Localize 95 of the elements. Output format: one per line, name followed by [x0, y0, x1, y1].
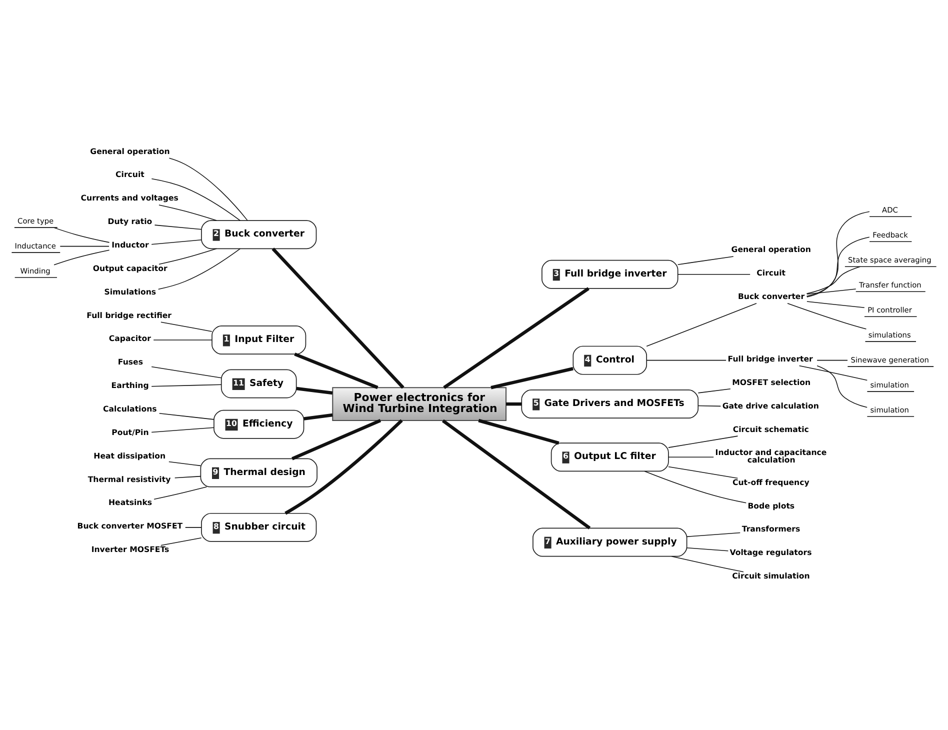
node-text: Heat dissipation [94, 451, 166, 460]
node-box: Power electronics for Wind Turbine Integration [332, 387, 507, 421]
connector [168, 461, 201, 466]
connector [443, 287, 590, 389]
connector [686, 547, 729, 552]
connector [677, 274, 750, 275]
connector [158, 248, 241, 290]
node-text: Calculations [103, 404, 157, 414]
connector [60, 246, 110, 247]
node-text: General operation [731, 245, 811, 254]
node-text: Voltage regulators [730, 548, 812, 558]
connector [806, 211, 870, 298]
connector [686, 532, 741, 538]
connector [272, 248, 404, 389]
connector [54, 250, 110, 266]
connector [54, 227, 110, 243]
connector [490, 367, 574, 390]
node-text: Capacitor [108, 334, 151, 344]
node-text: General operation [90, 146, 170, 156]
connector [158, 204, 217, 221]
node-box: 11 Safety [220, 369, 297, 398]
node-box: 10 Efficiency [214, 410, 304, 439]
node-text: Inductor [112, 240, 149, 250]
node-box: 6 Output LC filter [550, 442, 669, 472]
node-text: Buck converter [738, 292, 805, 302]
connector [677, 256, 734, 265]
node-box: 1 Input Filter [212, 326, 306, 354]
connector [806, 236, 870, 297]
connector [806, 301, 865, 308]
connector [151, 366, 222, 378]
connector [478, 418, 560, 445]
node-box: 8 Snubber circuit [201, 512, 317, 542]
connector [151, 384, 222, 387]
node-text: MOSFET selection [732, 378, 811, 387]
connector [304, 413, 333, 420]
connector [184, 527, 202, 528]
connector [644, 470, 747, 504]
connector [668, 466, 738, 479]
connector [798, 365, 868, 381]
connector [816, 360, 848, 361]
connector [174, 476, 202, 478]
node-text: Gate drive calculation [722, 401, 819, 410]
node-box: 4 Control [572, 346, 648, 375]
node-text: Circuit [756, 268, 786, 278]
node-text: Simulations [104, 287, 156, 296]
node-text: Heatsinks [108, 498, 152, 508]
node-text: Circuit schematic [732, 424, 809, 434]
connector [816, 365, 868, 408]
node-text: Full bridge inverter [728, 354, 813, 364]
node-text: Circuit simulation [732, 572, 810, 581]
node-text: Full bridge rectifier [86, 310, 172, 320]
node-text: Transformers [742, 524, 800, 534]
node-text: Pout/Pin [112, 428, 149, 437]
connector [168, 158, 248, 221]
connector [646, 303, 757, 347]
node-text: Fuses [118, 358, 143, 367]
connector [151, 178, 241, 221]
node-text: Buck converter MOSFET [77, 522, 183, 531]
connector [668, 436, 738, 448]
node-text: Currents and voltages [80, 194, 178, 203]
node-text: Inductor and capacitance calculation [715, 448, 827, 465]
node-text: Bode plots [748, 501, 795, 510]
connector [158, 413, 214, 420]
node-box: 9 Thermal design [200, 458, 318, 488]
connector [151, 239, 202, 245]
connector [698, 388, 731, 394]
connector [506, 402, 522, 406]
connector [671, 556, 744, 572]
node-box: 5 Gate Drivers and MOSFETs [521, 390, 699, 419]
node-text: Duty ratio [108, 217, 152, 226]
node-text: Thermal resistivity [88, 474, 171, 484]
connector [160, 322, 212, 332]
node-text: Earthing [111, 381, 149, 390]
connector [158, 248, 217, 265]
connector [698, 405, 722, 407]
node-text: Inverter MOSFETs [91, 545, 170, 554]
connector [294, 352, 378, 390]
node-box: 2 Buck converter [201, 220, 317, 250]
connector [646, 360, 726, 361]
node-box: 3 Full bridge inverter [542, 260, 678, 289]
connector [806, 288, 856, 295]
connector [296, 386, 333, 395]
connector [806, 266, 861, 294]
connector [160, 538, 202, 546]
node-text: Output capacitor [92, 264, 168, 273]
node-text: Circuit [116, 170, 144, 180]
node-text: Cut-off frequency [732, 478, 810, 487]
node-box: 7 Auxiliary power supply [532, 528, 688, 557]
connector [284, 419, 403, 515]
connector [442, 419, 591, 530]
connector [668, 456, 714, 458]
connector [154, 486, 208, 500]
connector [151, 427, 214, 433]
connector [787, 303, 867, 330]
connector [154, 224, 202, 230]
